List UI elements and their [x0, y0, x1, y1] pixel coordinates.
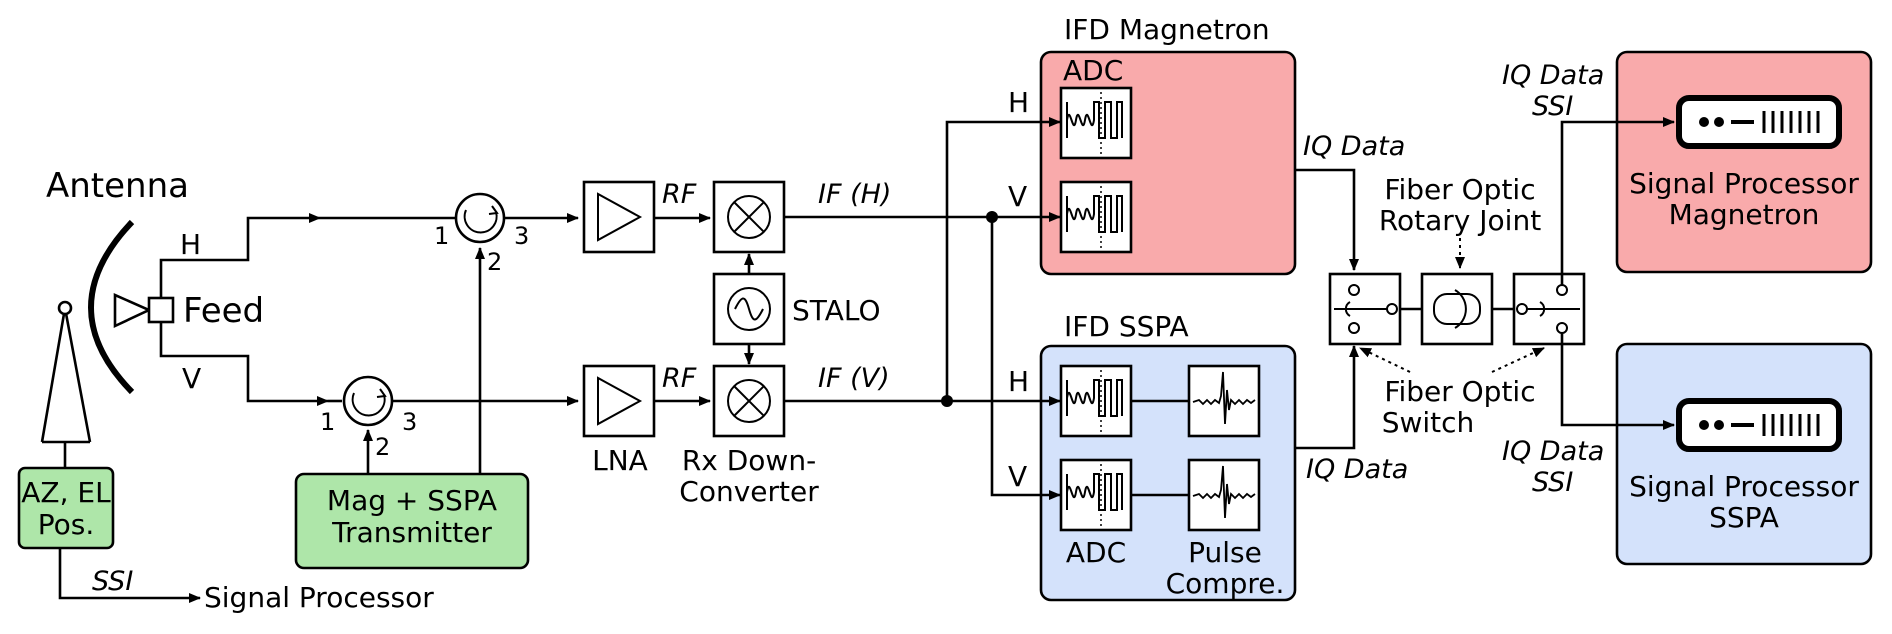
stalo-oscillator-icon: [712, 272, 786, 346]
feed-h-path: [159, 213, 321, 298]
iq-data-ssi-sspa-label-1: IQ Data: [1502, 436, 1604, 467]
az-el-label-1: AZ, EL: [21, 476, 111, 509]
rf-v-label: RF: [662, 363, 697, 394]
switch-pointer-right: [1491, 347, 1545, 373]
mixer-h-icon: [712, 180, 786, 254]
if-v-label: IF (V): [818, 363, 890, 394]
ifd-magnetron-adc-label: ADC: [1063, 54, 1123, 87]
sp-sspa-label-1: Signal Processor: [1629, 470, 1859, 503]
sp-mag-label-2: Magnetron: [1669, 198, 1820, 231]
circulator-v-icon: [342, 375, 394, 427]
iq-data-ssi-sspa-label-2: SSI: [1532, 467, 1573, 498]
feed-label: Feed: [183, 291, 264, 331]
circ-v-port2: 2: [375, 433, 390, 461]
fiber-switch-right-icon: [1512, 272, 1586, 346]
iq-data-sspa-label: IQ Data: [1306, 454, 1408, 485]
signal-processor-label: Signal Processor: [204, 581, 434, 614]
if-h-label: IF (H): [818, 179, 891, 210]
antenna-label: Antenna: [46, 166, 189, 206]
transmitter-label-1: Mag + SSPA: [327, 484, 497, 517]
server-mag-icon: [1679, 98, 1839, 146]
if-v-to-mag-h: [945, 117, 1061, 401]
circ-v-port1: 1: [320, 408, 335, 436]
switch-label-2: Switch: [1382, 406, 1475, 439]
lna-label: LNA: [592, 444, 648, 477]
downconverter-label-2: Converter: [679, 475, 819, 508]
feed-v-path: [159, 322, 329, 406]
transmitter-label-2: Transmitter: [331, 516, 492, 549]
circ-h-port3: 3: [514, 222, 529, 250]
pol-v-label: V: [182, 362, 201, 395]
pol-h-label: H: [180, 228, 201, 261]
switch-label-1: Fiber Optic: [1384, 375, 1535, 408]
pulse-label-2: Compre.: [1166, 567, 1285, 600]
switch-to-sp-sspa: [1560, 333, 1675, 430]
ifd-magnetron-title: IFD Magnetron: [1064, 13, 1270, 46]
if-h-to-sspa-v: [990, 217, 1061, 500]
ssi-output-path: [58, 548, 201, 603]
sp-mag-label-1: Signal Processor: [1629, 167, 1859, 200]
rotary-label-1: Fiber Optic: [1384, 173, 1535, 206]
switch-pointer-left: [1359, 347, 1411, 373]
adc-mag-v-icon: [1059, 180, 1133, 254]
mixer-v-icon: [712, 364, 786, 438]
circulator-h-icon: [454, 192, 506, 244]
mag-v-label: V: [1008, 180, 1027, 213]
az-el-label-2: Pos.: [38, 508, 95, 541]
adc-sspa-v-icon: [1059, 458, 1133, 532]
circ-h-port2: 2: [487, 248, 502, 276]
iq-data-ssi-mag-label-1: IQ Data: [1502, 60, 1604, 91]
stalo-label: STALO: [792, 294, 881, 327]
iq-sspa-to-switch: [1295, 345, 1359, 450]
iq-mag-to-switch: [1295, 168, 1359, 271]
lna-v-icon: [582, 364, 656, 438]
pulse-compression-v-icon: [1187, 458, 1261, 532]
adc-mag-h-icon: [1059, 86, 1133, 160]
feed-horn-icon: [113, 293, 175, 329]
mag-h-label: H: [1008, 86, 1029, 119]
iq-data-ssi-mag-label-2: SSI: [1532, 91, 1573, 122]
signal-processor-magnetron-box: [1615, 50, 1873, 274]
iq-data-mag-label: IQ Data: [1303, 131, 1405, 162]
ifd-sspa-title: IFD SSPA: [1064, 310, 1189, 343]
sspa-h-label: H: [1008, 365, 1029, 398]
pulse-label-1: Pulse: [1188, 536, 1262, 569]
server-sspa-icon: [1679, 401, 1839, 449]
downconverter-label-1: Rx Down-: [682, 444, 816, 477]
sp-sspa-label-2: SSPA: [1709, 501, 1779, 534]
lna-h-icon: [582, 180, 656, 254]
circ-h-port1: 1: [434, 222, 449, 250]
ifd-sspa-adc-label: ADC: [1066, 536, 1126, 569]
adc-sspa-h-icon: [1059, 364, 1133, 438]
ssi-label: SSI: [92, 566, 133, 597]
antenna-dish-icon: [88, 219, 135, 395]
rf-h-label: RF: [662, 179, 697, 210]
antenna-pedestal-icon: [40, 300, 92, 444]
circ-v-port3: 3: [402, 408, 417, 436]
rotary-label-2: Rotary Joint: [1379, 204, 1541, 237]
sspa-v-label: V: [1008, 460, 1027, 493]
fiber-switch-left-icon: [1328, 272, 1402, 346]
pulse-compression-h-icon: [1187, 364, 1261, 438]
rotary-joint-icon: [1420, 272, 1494, 346]
switch-to-sp-mag: [1560, 117, 1675, 285]
transmitter-box: [294, 472, 530, 570]
